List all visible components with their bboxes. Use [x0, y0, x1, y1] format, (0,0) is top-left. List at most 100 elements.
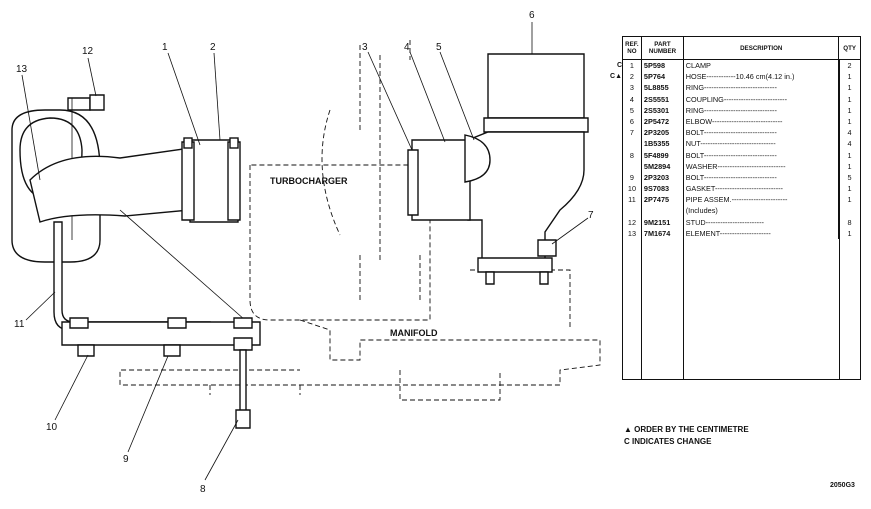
row-part-number: 5P598	[642, 60, 684, 72]
row-part-number: 9M2151	[642, 216, 684, 228]
table-row: (Includes)	[623, 205, 860, 217]
row-ref-no	[623, 160, 642, 172]
row-description: PIPE ASSEM.-----------------------	[684, 194, 840, 206]
row-qty: 1	[847, 184, 852, 194]
row-ref-no: 5	[623, 104, 642, 116]
row-qty: 4	[847, 139, 852, 149]
row-part-number: 9S7083	[642, 183, 684, 195]
row-qty: 1	[847, 228, 852, 238]
callout-13: 13	[16, 64, 28, 75]
row-qty: 1	[847, 83, 852, 93]
table-header: REF. NO PART NUMBER DESCRIPTION QTY	[623, 37, 860, 60]
row-part-number: 7M1674	[642, 227, 684, 239]
row-description: COUPLING--------------------------	[684, 93, 840, 105]
row-part-number: 2P3205	[642, 127, 684, 139]
row-description: (Includes)	[684, 205, 840, 217]
row-ref-no	[623, 138, 642, 150]
pipe-assembly	[29, 147, 261, 357]
row-part-number: 2P5472	[642, 115, 684, 128]
note-order-by-centimetre: ▲ ORDER BY THE CENTIMETRE	[624, 425, 749, 434]
hose	[181, 137, 241, 223]
manifold-label: MANIFOLD	[390, 328, 438, 338]
callout-6: 6	[529, 10, 535, 21]
row-part-number: 5L8855	[642, 82, 684, 94]
row-description: RING------------------------------	[684, 82, 840, 94]
callout-3: 3	[362, 42, 368, 53]
elbow	[407, 53, 589, 285]
row-part-number	[642, 205, 684, 217]
row-description: STUD------------------------	[684, 216, 840, 228]
row-change-flag: C▲	[610, 73, 622, 81]
header-description: DESCRIPTION	[684, 37, 840, 59]
row-ref-no: 12	[623, 216, 642, 228]
row-ref-no	[623, 205, 642, 217]
row-qty: 1	[847, 150, 852, 160]
row-description: ELEMENT---------------------	[684, 227, 840, 239]
row-ref-no: 6	[623, 115, 642, 128]
callout-2: 2	[210, 42, 216, 53]
callout-10: 10	[46, 422, 58, 433]
row-qty: 1	[847, 105, 852, 115]
row-ref-no: 8	[623, 149, 642, 161]
row-qty: 1	[847, 195, 852, 205]
row-change-flag: C	[616, 62, 622, 69]
row-description: WASHER----------------------------	[684, 160, 840, 172]
row-description: BOLT------------------------------	[684, 149, 840, 161]
row-ref-no: 10	[623, 183, 642, 195]
bolt	[233, 337, 253, 429]
engine-outline	[119, 40, 601, 401]
callout-9: 9	[123, 454, 129, 465]
row-description: BOLT------------------------------	[684, 127, 840, 139]
row-description: CLAMP	[684, 60, 840, 72]
row-description: BOLT------------------------------	[684, 171, 840, 184]
drawing-number: 2050G3	[830, 482, 855, 489]
callout-4: 4	[404, 42, 410, 53]
row-part-number: 5M2894	[642, 160, 684, 172]
header-part-number: PART NUMBER	[642, 37, 685, 59]
callout-numbers: 1 2 3 4 5 6 7 8 9 10 11 12 13	[14, 10, 594, 495]
row-qty	[839, 205, 860, 216]
header-ref-no: REF. NO	[623, 37, 642, 59]
callout-8: 8	[200, 484, 206, 495]
row-ref-no: 4	[623, 93, 642, 105]
row-part-number: 5P764	[642, 71, 684, 83]
row-qty: 4	[847, 128, 852, 138]
note-change-indicator: C INDICATES CHANGE	[624, 437, 712, 446]
row-qty: 2	[847, 61, 852, 70]
row-description: HOSE------------10.46 cm(4.12 in.)	[684, 71, 840, 83]
row-ref-no: 13	[623, 227, 642, 239]
notes: ▲ ORDER BY THE CENTIMETRE C INDICATES CH…	[624, 424, 749, 448]
callout-7: 7	[588, 210, 594, 221]
turbocharger-label: TURBOCHARGER	[270, 176, 348, 186]
row-qty: 1	[847, 72, 852, 82]
row-qty: 1	[847, 161, 852, 171]
row-part-number: 2P7475	[642, 194, 684, 206]
row-description: NUT-------------------------------	[684, 138, 840, 150]
callout-11: 11	[14, 319, 25, 330]
row-ref-no: 1	[623, 60, 642, 72]
row-part-number: 2P3203	[642, 171, 684, 184]
row-ref-no: 2	[623, 71, 642, 83]
row-ref-no: 9	[623, 171, 642, 184]
row-part-number: 1B5355	[642, 138, 684, 150]
callout-1: 1	[162, 42, 168, 53]
row-description: RING------------------------------	[684, 104, 840, 116]
row-qty: 1	[847, 94, 852, 104]
